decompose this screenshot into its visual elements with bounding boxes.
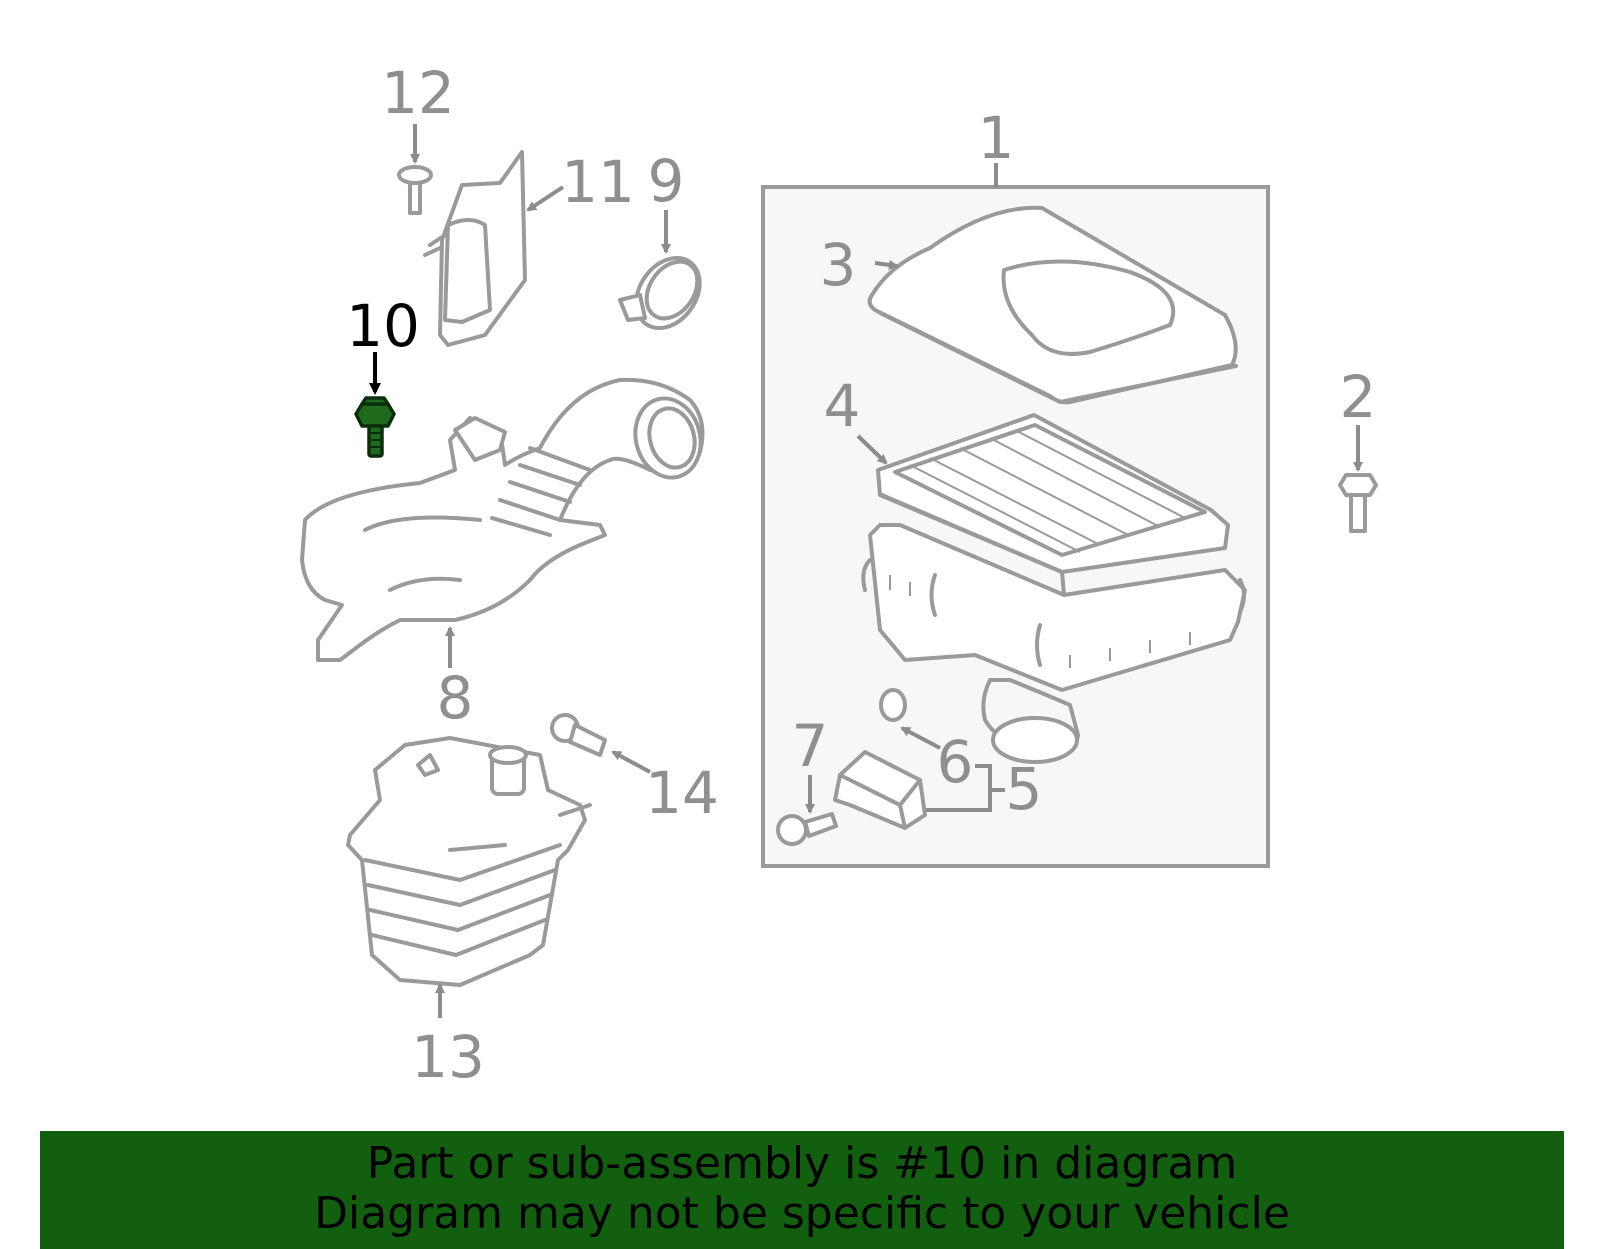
callout-11: 11 [561,148,635,216]
air-filter-element [876,413,1230,597]
banner-line-disclaimer: Diagram may not be specific to your vehi… [314,1188,1290,1239]
mount-bolt [1338,473,1378,533]
callout-6: 6 [937,728,974,796]
callout-13: 13 [411,1023,485,1091]
intake-hose-resonator [300,377,705,662]
banner-line-part-number: Part or sub-assembly is #10 in diagram [366,1138,1238,1189]
retainer-clip [397,165,433,215]
callout-12: 12 [381,59,455,127]
callout-7: 7 [792,712,829,780]
callout-4: 4 [824,372,861,440]
callout-2: 2 [1340,363,1377,431]
callout-5: 5 [1006,755,1043,823]
callout-1: 1 [978,104,1015,172]
intake-duct [423,150,527,347]
callout-14: 14 [645,759,719,827]
highlighted-bolt-part-10 [354,396,396,458]
o-ring [879,688,907,722]
air-cleaner-case [861,523,1247,764]
info-banner: Part or sub-assembly is #10 in diagram D… [40,1131,1564,1249]
air-cleaner-cover [867,205,1238,405]
callout-3: 3 [820,231,857,299]
hose-clamp [618,255,702,331]
resonator-box [346,736,592,987]
callout-10: 10 [346,292,420,360]
callout-8: 8 [437,664,474,732]
sensor-screw [776,812,838,846]
grommet-bolt [550,713,607,757]
callout-9: 9 [648,147,685,215]
air-flow-sensor [833,750,927,830]
